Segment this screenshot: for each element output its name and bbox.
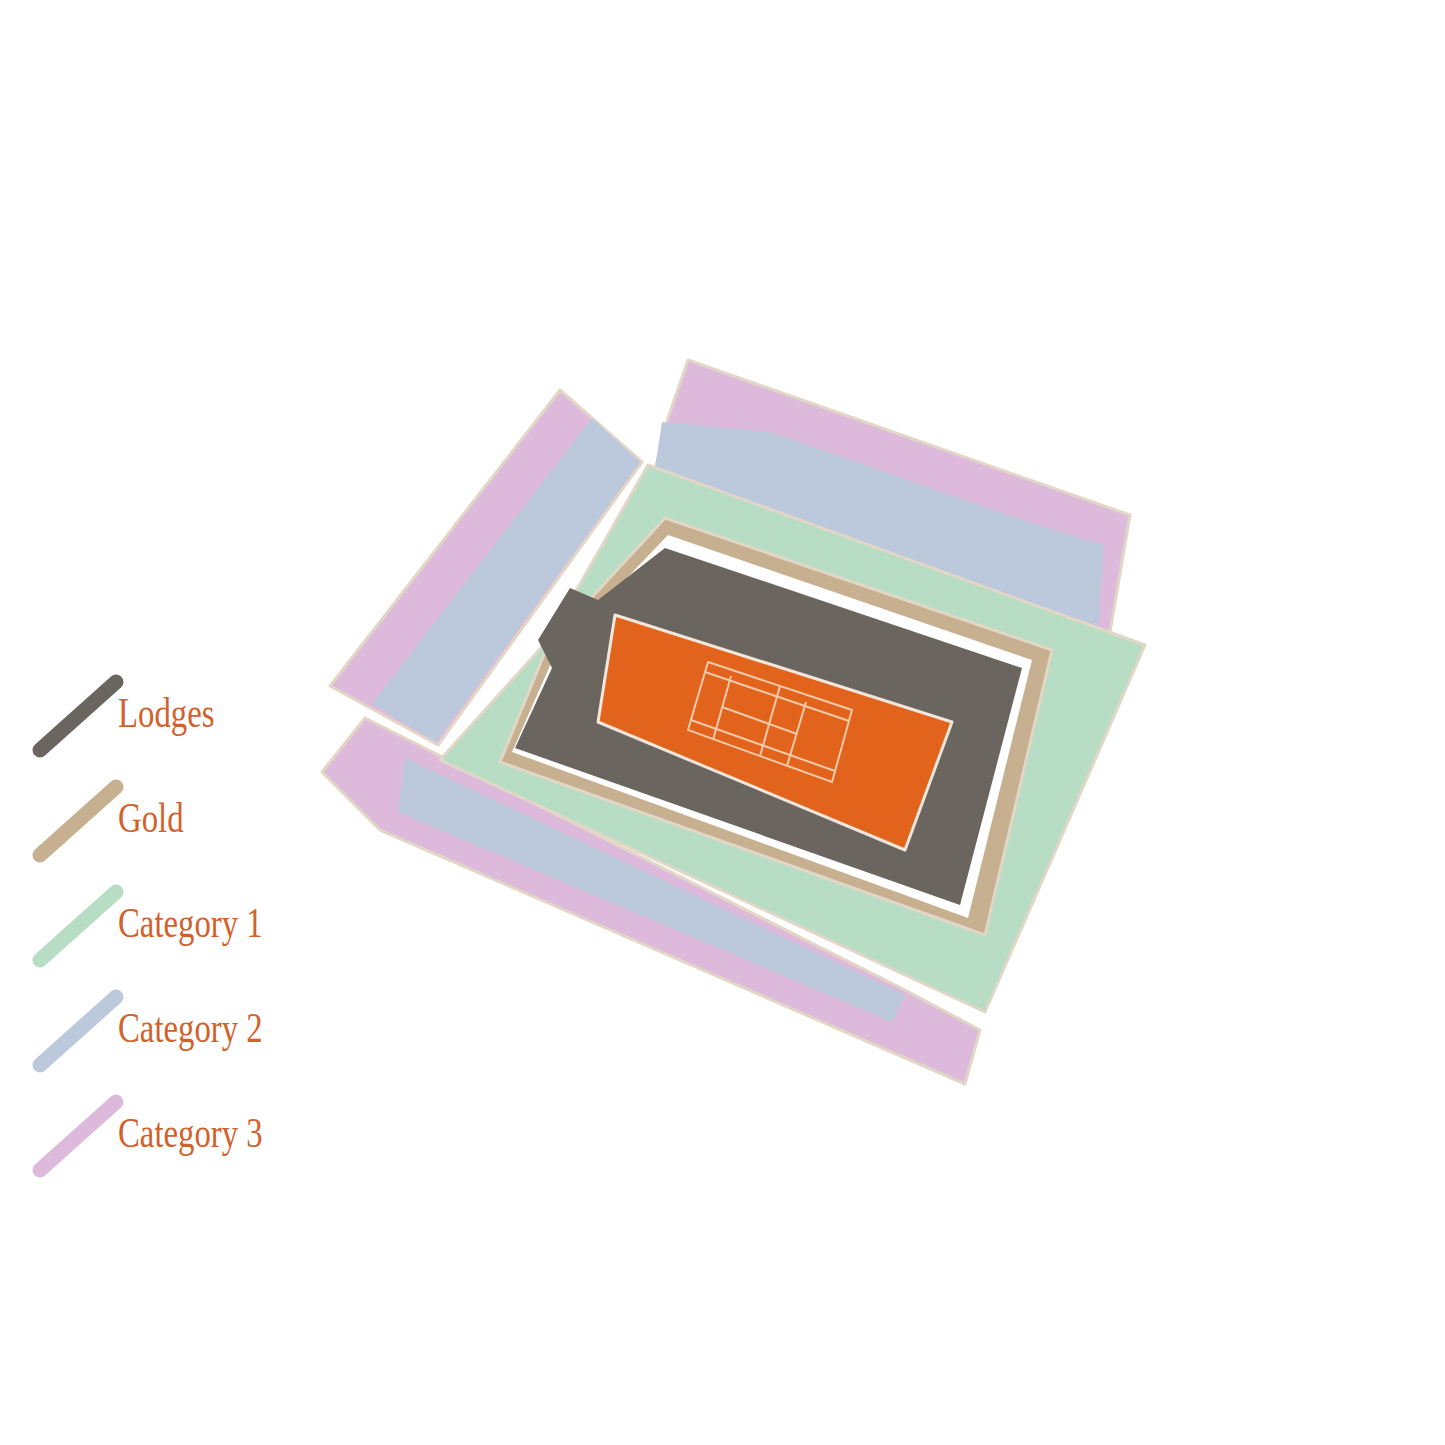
legend-label: Lodges [118,690,214,736]
clay-court [598,615,952,850]
legend-swatch [40,1102,116,1170]
court-lines [688,662,852,782]
gold-inner-gap [512,535,1032,918]
category-1-ring [440,465,1145,1012]
legend-label: Gold [118,795,184,841]
legend-item: Category 2 [0,987,330,1087]
legend-label: Category 1 [118,900,263,946]
lodges-area [515,548,1022,905]
legend-label: Category 3 [118,1110,263,1156]
legend-swatch-box [28,882,128,972]
legend-item: Category 1 [0,882,330,982]
legend-swatch-box [28,1092,128,1182]
legend-swatch [40,997,116,1065]
legend-swatch [40,787,116,855]
legend-swatch [40,892,116,960]
legend-swatch [40,682,116,750]
legend-item: Category 3 [0,1092,330,1192]
gold-ring [500,518,1052,935]
legend-swatch-box [28,672,128,762]
legend-swatch-box [28,777,128,867]
legend-item: Lodges [0,672,330,772]
legend-swatch-box [28,987,128,1077]
legend-item: Gold [0,777,330,877]
legend-label: Category 2 [118,1005,263,1051]
